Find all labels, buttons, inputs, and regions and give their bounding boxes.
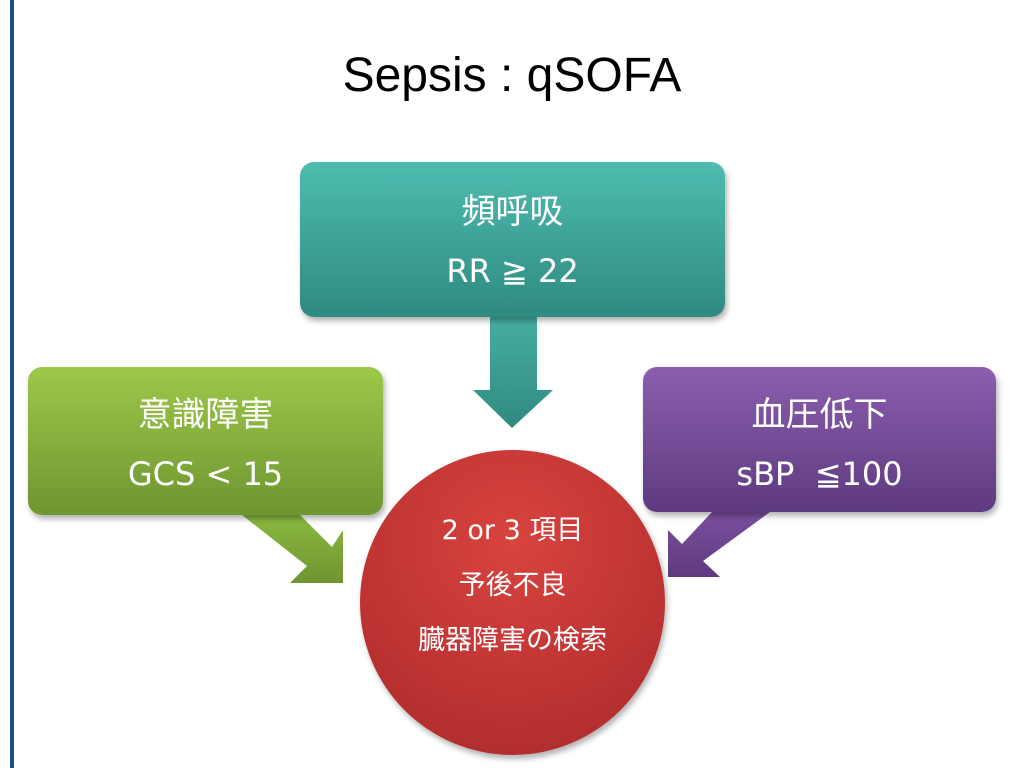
arrow-respiratory-to-result <box>473 317 553 428</box>
criterion-label: 血圧低下 <box>751 395 888 435</box>
criterion-label: 頻呼吸 <box>461 192 564 232</box>
arrow-consciousness-to-result <box>242 515 343 583</box>
result-line: 予後不良 <box>458 570 567 601</box>
arrow-bp-to-result <box>668 512 770 577</box>
criterion-respiratory-box: 頻呼吸 RR ≧ 22 <box>300 162 725 317</box>
criterion-threshold: GCS < 15 <box>127 455 284 493</box>
criterion-label: 意識障害 <box>137 395 274 435</box>
slide-title: Sepsis : qSOFA <box>342 49 682 102</box>
slide-left-border <box>10 0 14 768</box>
result-circle: 2 or 3 項目 予後不良 臓器障害の検索 <box>360 450 665 755</box>
criterion-threshold: RR ≧ 22 <box>446 252 579 290</box>
criterion-bp-box: 血圧低下 sBP ≦100 <box>643 367 996 512</box>
result-line: 臓器障害の検索 <box>418 625 607 656</box>
result-line: 2 or 3 項目 <box>441 515 584 546</box>
criterion-consciousness-box: 意識障害 GCS < 15 <box>28 367 383 515</box>
criterion-threshold: sBP ≦100 <box>736 455 903 493</box>
